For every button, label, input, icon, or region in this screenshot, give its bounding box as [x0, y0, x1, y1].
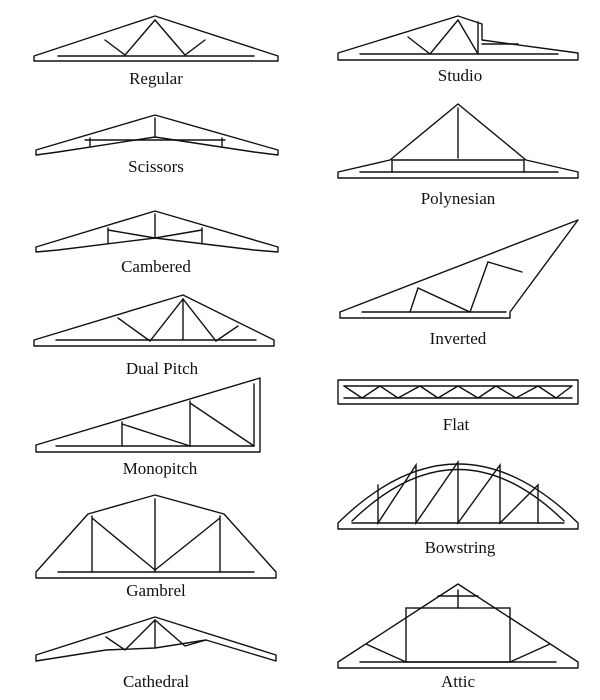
truss-scissors: Scissors — [35, 114, 279, 176]
truss-inverted: Inverted — [339, 219, 579, 348]
truss-polynesian: Polynesian — [337, 103, 579, 208]
truss-label-attic: Attic — [441, 672, 475, 691]
truss-label-flat: Flat — [443, 415, 470, 434]
truss-attic: Attic — [337, 583, 579, 691]
truss-bowstring-webs — [377, 459, 539, 526]
truss-dual-pitch: Dual Pitch — [33, 294, 275, 378]
truss-scissors-outline — [35, 114, 279, 156]
truss-monopitch-diag-1 — [121, 423, 191, 447]
truss-label-dual-pitch: Dual Pitch — [126, 359, 199, 378]
truss-regular-webs — [104, 18, 206, 56]
truss-inverted-outline — [339, 219, 579, 319]
truss-studio-outline — [337, 15, 579, 61]
truss-label-cambered: Cambered — [121, 257, 191, 276]
truss-flat: Flat — [337, 379, 579, 434]
truss-label-cathedral: Cathedral — [123, 672, 189, 691]
truss-gambrel: Gambrel — [35, 494, 277, 600]
truss-studio-webs — [407, 18, 479, 55]
truss-regular: Regular — [33, 15, 279, 88]
truss-dual-pitch-outline — [33, 294, 275, 347]
truss-monopitch-outline — [35, 377, 261, 453]
truss-label-gambrel: Gambrel — [126, 581, 186, 600]
truss-cathedral: Cathedral — [35, 616, 277, 691]
truss-label-polynesian: Polynesian — [421, 189, 496, 208]
truss-cambered-diag-right — [154, 229, 203, 239]
truss-label-inverted: Inverted — [430, 329, 487, 348]
truss-regular-outline — [33, 15, 279, 62]
truss-monopitch-diag-2 — [189, 402, 255, 447]
truss-label-studio: Studio — [438, 66, 482, 85]
truss-attic-outline — [337, 583, 579, 669]
truss-attic-diag-left — [365, 643, 407, 663]
truss-cambered-diag-left — [107, 229, 156, 239]
truss-label-regular: Regular — [129, 69, 183, 88]
truss-cambered: Cambered — [35, 210, 279, 276]
truss-gambrel-outline — [35, 494, 277, 579]
truss-bowstring: Bowstring — [337, 459, 579, 557]
truss-label-monopitch: Monopitch — [123, 459, 198, 478]
truss-gambrel-diag-right — [154, 517, 221, 571]
truss-label-scissors: Scissors — [128, 157, 184, 176]
truss-attic-diag-right — [509, 643, 551, 663]
truss-label-bowstring: Bowstring — [425, 538, 496, 557]
truss-flat-webs — [343, 385, 573, 399]
truss-cambered-outline — [35, 210, 279, 253]
truss-gambrel-diag-left — [91, 517, 156, 571]
truss-studio: Studio — [337, 15, 579, 85]
truss-flat-outline — [337, 379, 579, 405]
truss-inverted-webs — [409, 261, 523, 313]
truss-cathedral-outline — [35, 616, 277, 662]
truss-monopitch: Monopitch — [35, 377, 261, 478]
